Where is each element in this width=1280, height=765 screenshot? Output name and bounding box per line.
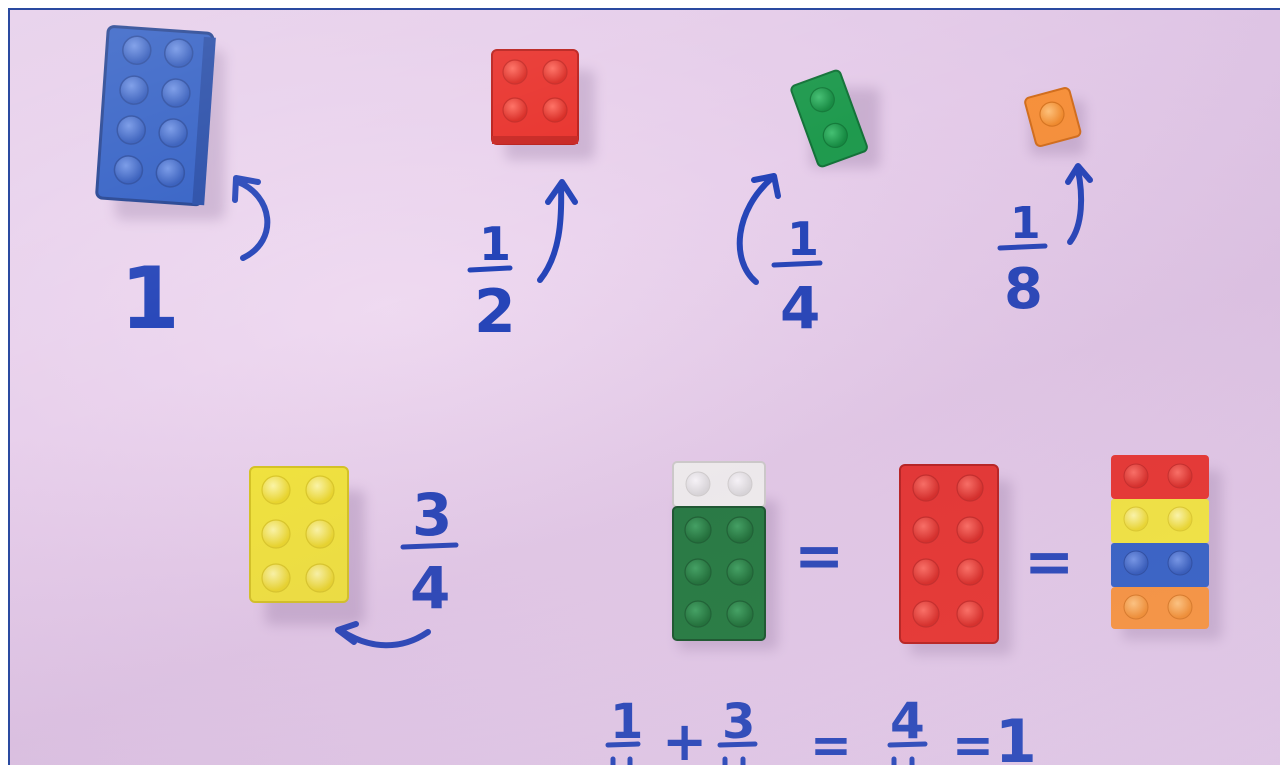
red-brick-2x4	[899, 464, 999, 644]
equation-term1-numerator: 1	[610, 694, 643, 750]
orange-brick-eighth	[1024, 87, 1082, 148]
arrow-three-quarters	[335, 621, 431, 649]
equation-plus: +	[662, 710, 707, 765]
arrow-whole	[232, 175, 271, 261]
label-three-quarters-numerator: 3	[412, 481, 452, 549]
label-three-quarters-denominator: 4	[410, 554, 450, 622]
arrow-quarter	[736, 173, 781, 285]
hand-arrows	[232, 163, 1093, 649]
photo-frame: 1 1 2 1 4 1 8 3 4 = = 1 + 3 = 4 = 1	[8, 8, 1280, 765]
arrow-eighth	[1065, 163, 1093, 245]
cropped-denominator-marks	[610, 756, 915, 765]
white-green-stack	[672, 461, 766, 641]
yellow-brick-three-quarters	[249, 466, 349, 603]
equals-sign-first: =	[794, 521, 844, 591]
label-whole: 1	[120, 249, 180, 349]
label-half-numerator: 1	[479, 217, 511, 271]
equation-equals-second: =	[952, 716, 994, 765]
label-quarter-denominator: 4	[780, 274, 820, 342]
equation-term3-numerator: 4	[890, 692, 925, 750]
label-quarter-numerator: 1	[787, 212, 819, 266]
equals-sign-second: =	[1024, 527, 1074, 597]
equation-result: 1	[995, 707, 1037, 765]
equation-term2-numerator: 3	[722, 694, 755, 750]
equation-equals-first: =	[810, 716, 852, 765]
photo-scene: 1 1 2 1 4 1 8 3 4 = = 1 + 3 = 4 = 1	[95, 25, 1222, 765]
fraction-bars	[400, 243, 1048, 748]
label-half-denominator: 2	[474, 277, 516, 347]
four-color-stack	[1111, 455, 1209, 629]
label-eighth-denominator: 8	[1004, 257, 1043, 322]
label-eighth-numerator: 1	[1010, 198, 1041, 249]
green-brick-quarter	[790, 69, 868, 168]
blue-brick-whole	[95, 25, 216, 207]
red-brick-half	[491, 49, 579, 145]
arrow-half	[537, 179, 578, 283]
